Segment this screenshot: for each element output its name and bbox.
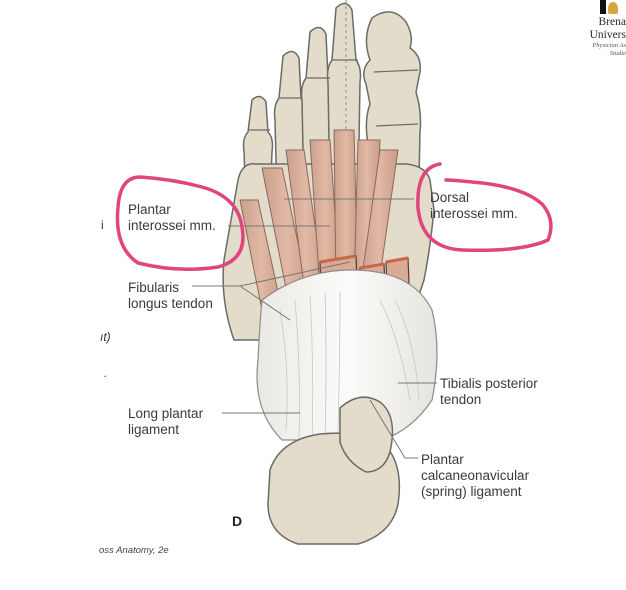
label-long-plantar-ligament: Long plantar ligament (128, 406, 204, 437)
label-dorsal-interossei: Dorsal interossei mm. (430, 190, 518, 221)
university-logo: Brena Univers Physician As Studie (566, 0, 626, 58)
panel-letter: D (232, 513, 243, 529)
logo-subline: Physician As (592, 42, 626, 49)
margin-fragment: . (104, 366, 108, 380)
label-plantar-interossei: Plantar interossei mm. (128, 202, 216, 233)
margin-fragment: ıt) (100, 330, 111, 344)
logo-subline: Studie (609, 50, 626, 57)
logo-line: Brena (598, 16, 626, 28)
dorsal-interossei-highlight (416, 162, 553, 253)
figure-caption: oss Anatomy, 2e (99, 545, 169, 556)
calcaneus (267, 396, 401, 545)
highlight-annotations (115, 162, 553, 271)
leader-lines (192, 198, 437, 459)
label-fibularis-longus: Fibularis longus tendon (128, 280, 213, 311)
logo-line: Univers (589, 29, 626, 41)
logo-emblem-icon (566, 0, 626, 16)
plantar-interossei-highlight (115, 175, 245, 271)
margin-fragment: i (101, 218, 104, 232)
label-spring-ligament: Plantar calcaneonavicular (spring) ligam… (421, 452, 530, 499)
label-tibialis-posterior: Tibialis posterior tendon (440, 376, 538, 407)
plantar-ligaments (256, 269, 438, 446)
